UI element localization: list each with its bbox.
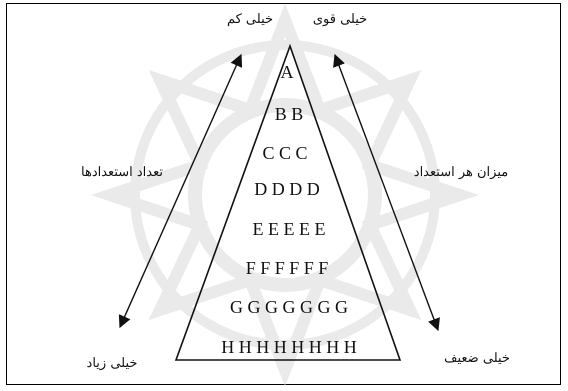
label-very-many: خیلی زیاد xyxy=(87,356,138,371)
pyramid-row: B B xyxy=(275,104,304,124)
count-arrow xyxy=(118,53,243,329)
pyramid-row: C C C xyxy=(262,143,307,163)
pyramid-row: A xyxy=(281,62,294,82)
label-very-strong: خیلی قوی xyxy=(313,12,367,27)
pyramid-row: H H H H H H H H xyxy=(221,337,357,357)
label-count-of-talents: تعداد استعدادها xyxy=(81,165,163,180)
pyramid-row: D D D D xyxy=(254,179,320,199)
label-very-weak: خیلی ضعیف xyxy=(444,351,510,366)
level-arrow xyxy=(333,53,440,332)
pyramid-rows: A B B C C C D D D D E E E E E F F F F F … xyxy=(221,62,357,357)
pyramid-row: E E E E E xyxy=(253,219,326,239)
pyramid-row: F F F F F F xyxy=(246,258,329,278)
pyramid-row: G G G G G G G xyxy=(230,297,348,317)
label-level-of-each-talent: میزان هر استعداد xyxy=(414,165,508,180)
label-very-weak-top: خیلی کم xyxy=(227,12,273,27)
